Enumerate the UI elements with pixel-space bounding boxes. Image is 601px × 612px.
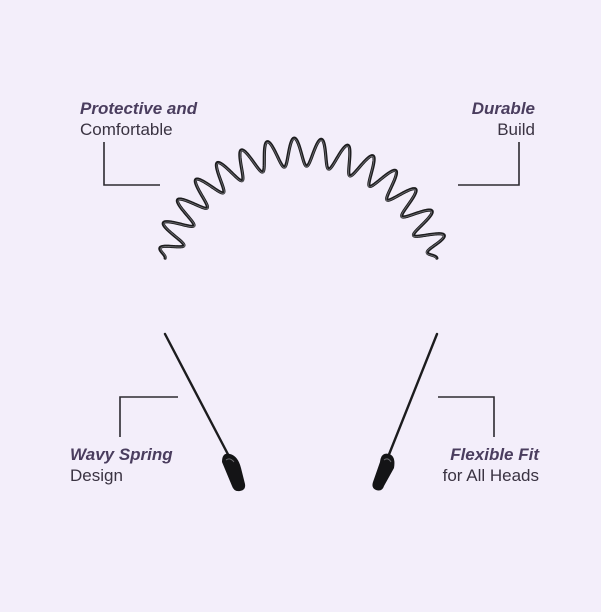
- leader-line-bottom-left: [119, 396, 178, 437]
- callout-top-left-subtitle: Comfortable: [80, 120, 173, 139]
- callout-bottom-right: Flexible Fit for All Heads: [443, 444, 539, 486]
- callout-top-right-title: Durable: [471, 99, 535, 118]
- callout-top-right: Durable Build: [472, 98, 535, 140]
- wavy-spring-highlight: [160, 138, 444, 259]
- right-leg: [384, 332, 439, 464]
- left-tip-cap: [222, 453, 246, 492]
- callout-bottom-left-subtitle: Design: [70, 466, 123, 485]
- callout-bottom-left-title: Wavy Spring: [70, 445, 173, 464]
- callout-bottom-left: Wavy Spring Design: [70, 444, 173, 486]
- callout-bottom-right-subtitle: for All Heads: [442, 466, 539, 485]
- callout-top-left: Protective and Comfortable: [80, 98, 197, 140]
- leader-line-bottom-right: [438, 396, 495, 437]
- callout-top-right-subtitle: Build: [497, 120, 535, 139]
- callout-top-left-title: Protective and: [80, 99, 198, 118]
- callout-bottom-right-title: Flexible Fit: [450, 445, 539, 464]
- leader-line-top-left: [103, 142, 160, 186]
- right-tip-cap: [372, 453, 395, 491]
- leader-line-top-right: [458, 142, 520, 186]
- left-leg: [163, 332, 234, 464]
